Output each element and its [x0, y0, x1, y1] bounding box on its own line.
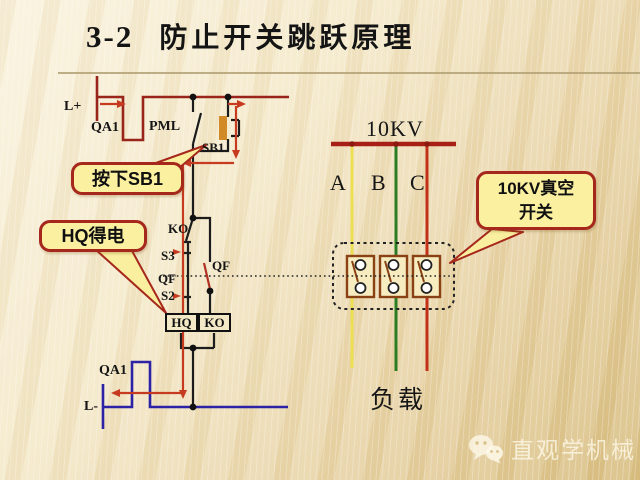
label-qf-left: QF [158, 271, 177, 286]
callout-vacuum-line1: 10KV真空 [497, 179, 575, 198]
qf-right-blade [202, 262, 212, 290]
callout-vacuum-line2: 开关 [519, 203, 553, 222]
label-sb1: SB1 [202, 140, 225, 155]
slide-number: 3-2 [86, 19, 134, 54]
contact-blades [351, 260, 425, 283]
hq-coil-box: HQ [165, 313, 198, 332]
watermark: 直观学机械 [468, 431, 636, 465]
label-load: 负载 [370, 386, 427, 414]
label-phase-b: B [371, 170, 387, 195]
watermark-text: 直观学机械 [511, 437, 636, 463]
current-flow-arrows [100, 100, 246, 399]
label-phase-a: A [330, 170, 347, 195]
label-s3: S3 [161, 248, 175, 263]
label-qa1-bottom: QA1 [99, 363, 127, 378]
label-l-plus: L+ [64, 99, 82, 114]
control-wiring-red [95, 76, 289, 142]
slide-title-text: 防止开关跳跃原理 [159, 22, 416, 53]
blue-return-wiring [101, 360, 288, 429]
label-s2: S2 [161, 288, 175, 303]
page-title: 3-2 防止开关跳跃原理 [86, 16, 415, 56]
wechat-icon [469, 434, 503, 463]
label-qa1-top: QA1 [91, 120, 119, 135]
sb1-actuator [219, 116, 227, 140]
label-l-minus: L- [84, 399, 98, 414]
ko-coil-box: KO [198, 313, 231, 332]
label-bus-voltage: 10KV [366, 116, 424, 141]
callout-hq-energized: HQ得电 [39, 220, 147, 252]
label-ko-contact: KO [168, 221, 189, 236]
bus-taps [349, 141, 430, 147]
contact-terminals [354, 259, 433, 294]
label-pml: PML [149, 119, 181, 134]
title-divider [58, 72, 640, 74]
vacuum-switch [332, 242, 455, 310]
callout-vacuum-switch: 10KV真空 开关 [476, 171, 596, 230]
label-qf-right: QF [212, 258, 231, 273]
callout-press-sb1: 按下SB1 [71, 162, 184, 195]
label-phase-c: C [410, 170, 426, 195]
